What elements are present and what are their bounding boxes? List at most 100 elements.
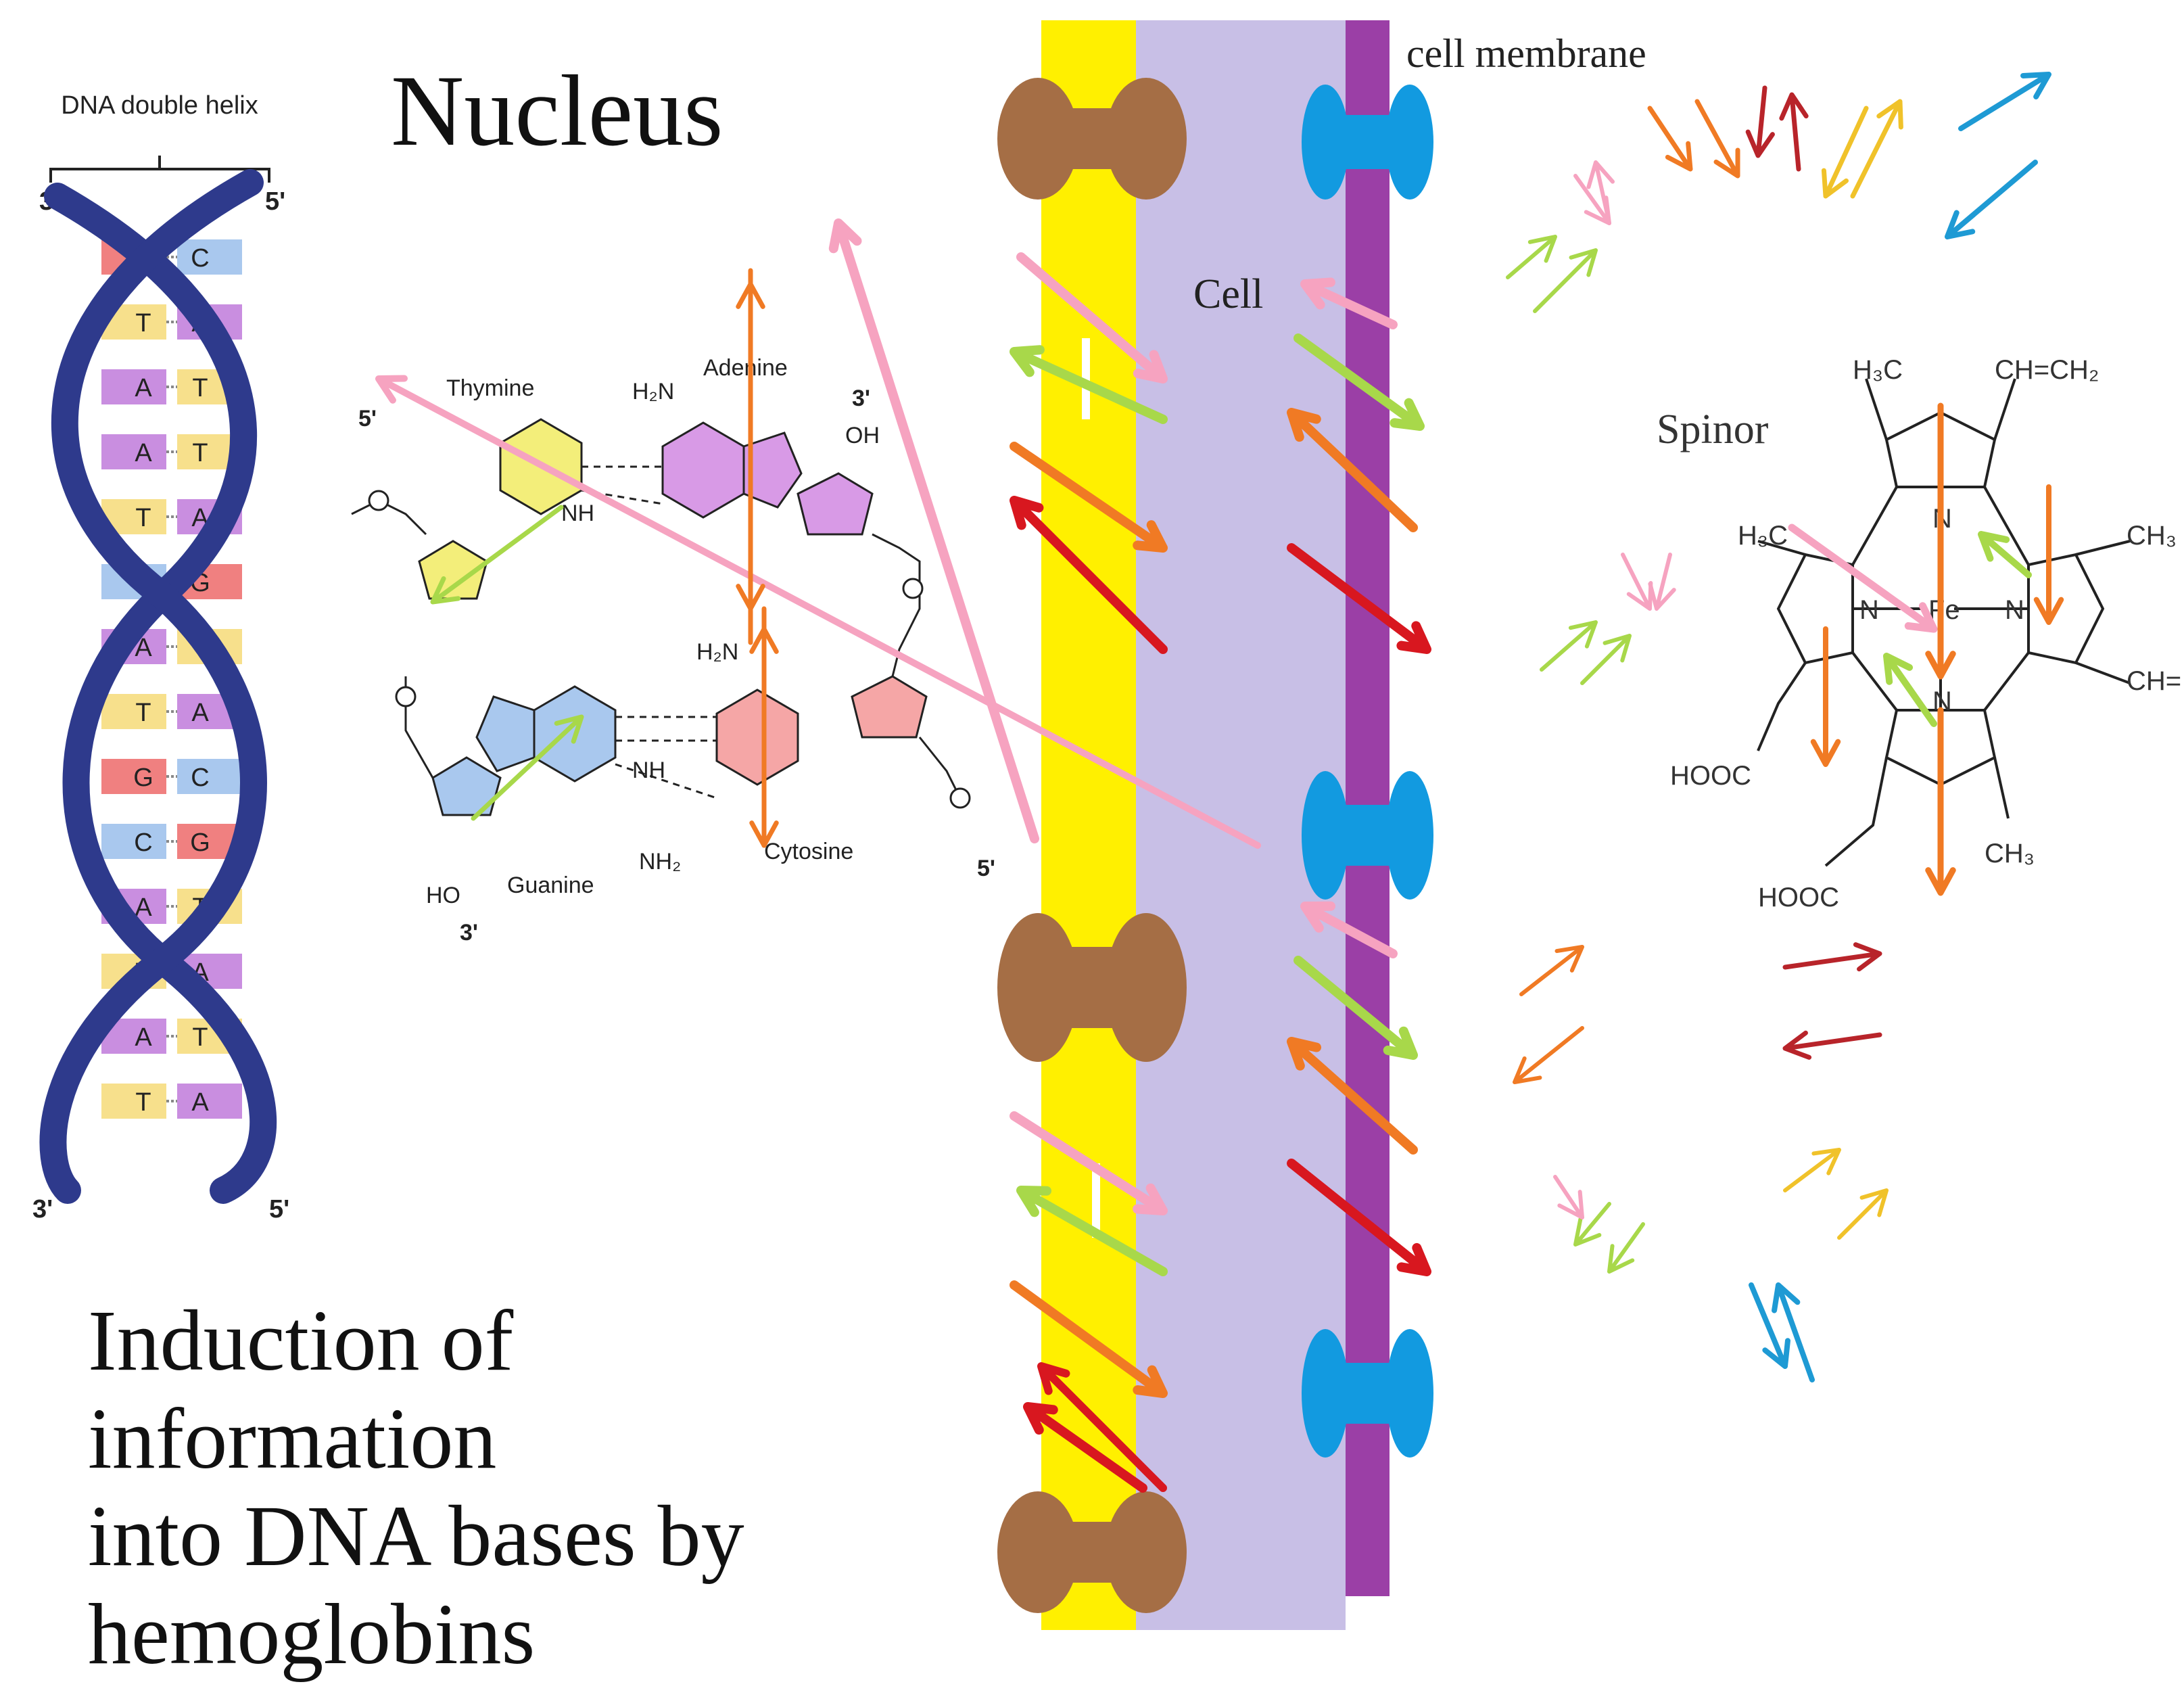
base-letter: C bbox=[134, 829, 152, 857]
spin-arrow bbox=[1533, 248, 1598, 313]
oh-top: OH bbox=[845, 423, 880, 448]
base-letter: A bbox=[135, 439, 152, 467]
helix-end-5-top: 5' bbox=[265, 187, 285, 216]
caption-line-1: Induction of information bbox=[88, 1293, 514, 1487]
spin-arrow bbox=[1010, 1111, 1168, 1215]
nh2-bottom: NH₂ bbox=[639, 849, 681, 875]
heme-labels: Fe N N N N H₃C CH=CH₂ H₃C CH₃ CH= HOOC H… bbox=[1670, 355, 2181, 912]
spin-arrow bbox=[1779, 92, 1809, 172]
receptor-2 bbox=[1302, 771, 1433, 900]
base-letter: T bbox=[135, 699, 151, 727]
spin-arrow bbox=[1016, 252, 1168, 383]
receptor-1 bbox=[1302, 85, 1433, 200]
guanine-label: Guanine bbox=[507, 872, 594, 898]
spin-arrow bbox=[1573, 1202, 1611, 1247]
spin-arrow bbox=[375, 375, 1261, 849]
spin-arrow bbox=[1293, 956, 1418, 1060]
spin-arrow bbox=[1821, 106, 1869, 199]
n-left: N bbox=[1859, 595, 1879, 625]
spin-arrow bbox=[1745, 85, 1775, 158]
h3c-top: H₃C bbox=[1853, 355, 1903, 385]
pyrrole-top bbox=[1884, 411, 1997, 488]
spin-arrow bbox=[1540, 620, 1598, 672]
spin-arrow bbox=[1648, 553, 1676, 611]
spin-arrow bbox=[1287, 543, 1431, 654]
spin-arrow bbox=[1506, 235, 1557, 279]
spin-arrow bbox=[1293, 333, 1425, 431]
nh-gua: NH bbox=[632, 758, 665, 783]
base-labels: Thymine Adenine Guanine Cytosine 5' 3' 3… bbox=[358, 355, 995, 946]
h2n-top: H₂N bbox=[632, 379, 674, 404]
base-block bbox=[101, 369, 166, 404]
spin-arrow bbox=[1010, 1280, 1168, 1398]
h3c-left: H₃C bbox=[1738, 521, 1788, 551]
spin-arrow bbox=[736, 281, 765, 645]
brown-channels bbox=[997, 78, 1187, 1613]
caption: Induction of information into DNA bases … bbox=[88, 1292, 899, 1683]
spin-arrow bbox=[1945, 160, 2038, 239]
spin-arrow bbox=[1010, 496, 1168, 654]
sugar-top-right bbox=[797, 472, 874, 536]
thymine-label: Thymine bbox=[446, 375, 534, 401]
pyrrole-bottom bbox=[1884, 709, 1997, 787]
base-block bbox=[177, 239, 242, 275]
spin-arrow bbox=[1300, 277, 1398, 329]
cytosine-ring bbox=[715, 689, 799, 786]
spin-arrow bbox=[1749, 1282, 1790, 1369]
base-letter: T bbox=[192, 1023, 208, 1052]
caption-line-2: into DNA bases by bbox=[88, 1488, 744, 1585]
spin-arrow bbox=[1850, 99, 1903, 199]
base-letter: G bbox=[133, 764, 153, 792]
n-right: N bbox=[2005, 595, 2024, 625]
spin-arrow bbox=[1580, 634, 1632, 685]
base-block bbox=[177, 759, 242, 794]
ch-eq-ch2: CH=CH₂ bbox=[1995, 355, 2099, 385]
spin-arrow bbox=[1788, 523, 1938, 633]
nucleus-title: Nucleus bbox=[391, 55, 723, 167]
spin-arrow bbox=[749, 626, 779, 848]
spin-arrow bbox=[1883, 653, 1937, 727]
spin-arrow bbox=[1783, 1148, 1841, 1192]
helix-end-5-bottom: 5' bbox=[269, 1195, 289, 1224]
spin-arrow bbox=[1647, 106, 1693, 172]
base-letter: A bbox=[135, 1023, 152, 1052]
spin-arrow bbox=[1010, 442, 1168, 553]
spin-arrow bbox=[1772, 1282, 1815, 1382]
channel-2 bbox=[997, 913, 1187, 1062]
spin-arrow bbox=[1300, 901, 1398, 958]
spin-arrow bbox=[1023, 1402, 1147, 1493]
pyrrole-left bbox=[1776, 553, 1854, 665]
base-letter: T bbox=[135, 504, 151, 532]
blue-receptors bbox=[1302, 85, 1433, 1458]
adenine-label: Adenine bbox=[703, 355, 788, 381]
prime5-top: 5' bbox=[358, 406, 377, 432]
spin-arrow bbox=[1607, 1222, 1645, 1274]
pyrrole-right bbox=[2027, 553, 2105, 665]
cell-label: Cell bbox=[1193, 271, 1264, 317]
spin-arrow bbox=[1287, 408, 1418, 532]
spin-arrow bbox=[430, 505, 564, 605]
base-block bbox=[101, 759, 166, 794]
base-block bbox=[101, 434, 166, 469]
channel-3 bbox=[997, 1491, 1187, 1613]
base-letter: G bbox=[190, 829, 210, 857]
base-letter: C bbox=[191, 764, 209, 792]
base-block bbox=[177, 1084, 242, 1119]
spin-arrow bbox=[1978, 531, 2032, 578]
spin-arrow bbox=[1586, 160, 1615, 225]
spin-arrow bbox=[471, 714, 584, 821]
spin-arrow bbox=[1958, 72, 2051, 131]
base-letter: T bbox=[192, 374, 208, 402]
spin-arrow bbox=[1810, 626, 1841, 767]
nh-mid: NH bbox=[561, 501, 594, 526]
spin-arrow bbox=[1037, 1362, 1167, 1492]
base-letter: T bbox=[135, 1088, 151, 1117]
helix-strand-a bbox=[44, 183, 277, 1204]
membrane-label: cell membrane bbox=[1406, 31, 1646, 76]
receptor-3 bbox=[1302, 1329, 1433, 1458]
ch3-bottom: CH₃ bbox=[1985, 839, 2035, 868]
